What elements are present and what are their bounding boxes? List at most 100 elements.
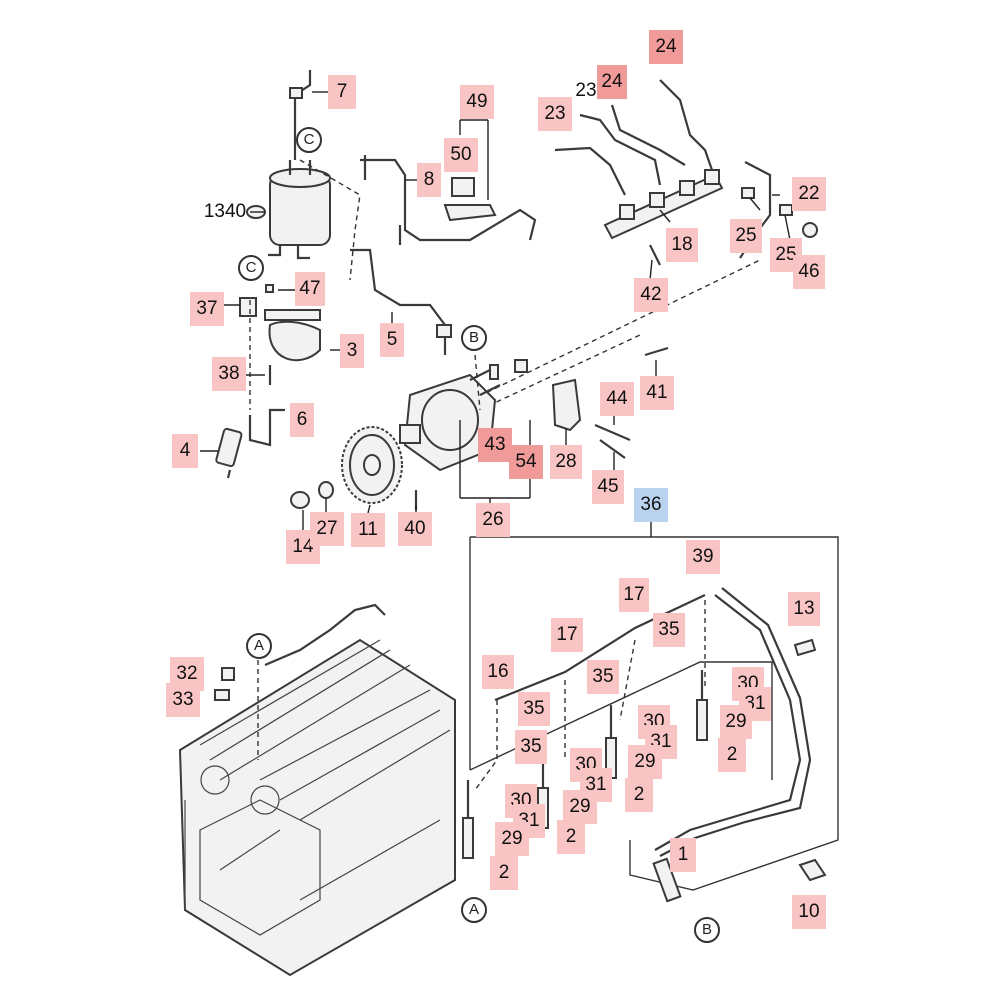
part-callout: 44 [600,382,634,416]
common-rail [603,169,724,240]
fuel-filter [268,160,331,260]
engine-block [178,638,456,977]
pipe-bracket [443,177,497,222]
injector-group-frame [469,536,839,891]
part-callout: 2 [718,738,746,772]
part-callout: 17 [551,618,583,652]
fuel-heater-sensor [215,427,243,479]
part-callout: 27 [310,512,344,546]
part-callout: 28 [550,445,582,479]
part-callout: 8 [417,163,441,197]
filter-bracket [264,309,321,362]
injection-pipe-4 [659,79,714,171]
injection-pipe-3 [610,104,686,166]
connector-25 [779,204,793,216]
pump-support-bracket [551,378,582,432]
part-callout: 17 [619,578,649,612]
part-callout: 2 [490,856,518,890]
part-callout: 26 [476,503,510,537]
reference-marker-c: C [296,127,322,153]
clip-13 [793,638,817,657]
part-callout: 6 [290,403,314,437]
part-callout: 23 [538,97,572,131]
reference-marker-a: A [246,633,272,659]
part-callout: 2 [557,820,585,854]
part-callout: 1 [670,838,696,872]
part-callout: 1340 [203,201,247,222]
part-callout: 24 [649,30,683,64]
part-callout: 18 [666,228,698,262]
leak-off-return-hose [659,587,812,857]
part-callout: 46 [793,255,825,289]
part-callout: 33 [166,683,200,717]
reference-marker-b: B [461,325,487,351]
part-callout: 29 [563,790,597,824]
part-callout: 35 [587,660,619,694]
part-callout: 22 [792,177,826,211]
part-callout: 39 [686,540,720,574]
part-callout: 45 [592,470,624,504]
fuel-injector [696,670,708,741]
rail-pressure-sensor [649,244,661,266]
pump-fitting-43 [489,364,499,380]
leak-off-return-hose [654,594,802,851]
part-callout: 38 [212,357,246,391]
hose-clip [289,87,303,99]
fuel-sensor-37 [239,297,257,317]
connector-25 [741,187,755,199]
part-callout: 42 [634,278,668,312]
engine-wiring-harness [264,603,386,667]
part-callout: 40 [398,512,432,546]
hose-guide-line [299,159,361,281]
clamp-10 [798,858,827,882]
injection-pipe-2 [579,113,662,186]
part-callout: 7 [328,75,356,109]
assembly-axis-line [429,259,761,421]
part-callout: 24 [597,65,627,99]
leak-off-pipe [494,594,706,702]
bracket-bolt [599,439,626,459]
hose-guide-line [474,354,481,411]
part-callout: 10 [792,895,826,929]
part-callout: 11 [351,513,385,547]
part-callout: 50 [444,138,478,172]
part-callout: 35 [515,730,547,764]
part-callout: 13 [788,592,820,626]
group-callout-36: 36 [634,488,668,522]
part-callout: 23 [575,80,597,101]
part-callout: 3 [340,334,364,368]
fuel-feed-pipe [360,158,537,242]
hose-guide-line [474,600,706,791]
part-callout: 49 [460,85,494,119]
sensor-32 [221,667,235,681]
reference-marker-a: A [461,897,487,923]
part-callout: 35 [518,692,550,726]
hose-clip [436,324,452,338]
bracket-bolt [594,423,631,442]
fuel-return-hose [248,408,285,447]
part-callout: 43 [478,428,512,462]
injector-subgroup-frame [469,661,773,780]
washer [318,481,334,499]
part-callout: 25 [730,219,762,253]
nut-46 [802,222,818,238]
part-callout: 29 [720,705,752,739]
part-callout: 54 [509,445,543,479]
part-callout: 29 [495,822,529,856]
part-callout: 5 [380,323,404,357]
hose-connector [652,857,682,903]
fuel-injector [462,780,474,859]
pump-bolt [644,346,669,357]
part-callout: 41 [640,376,674,410]
high-pressure-fuel-pump [399,369,501,472]
injection-pipe-1 [554,146,626,196]
fuel-feed-pipe [363,155,402,245]
pump-drive-sprocket [341,426,403,504]
part-callout: 2 [625,778,653,812]
part-callout: 16 [482,655,514,689]
part-callout: 4 [172,434,198,468]
reference-marker-c: C [238,255,264,281]
sprocket-nut [290,491,310,509]
part-callout: 29 [628,745,662,779]
